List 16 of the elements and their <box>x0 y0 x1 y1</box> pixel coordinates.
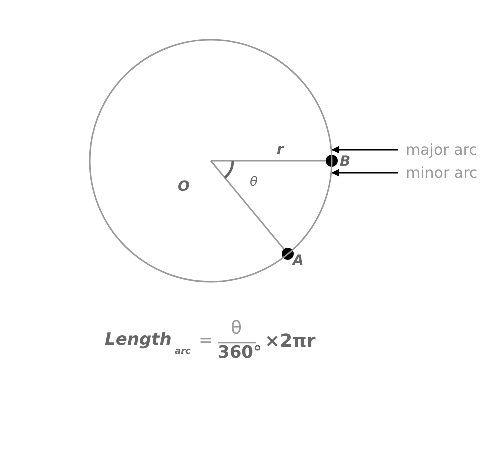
arrow <box>332 146 398 154</box>
formula-text: = <box>199 333 214 350</box>
point-label: θ <box>250 176 258 189</box>
point-label: B <box>340 155 351 169</box>
point-label: O <box>178 180 190 194</box>
formula-text: ×2πr <box>265 333 316 351</box>
formula-text: Length <box>105 332 172 349</box>
formula-text: 360° <box>218 345 262 362</box>
arc-label: major arc <box>406 141 478 159</box>
arrow <box>332 169 398 177</box>
circle <box>89 39 333 283</box>
point-label: r <box>277 143 284 157</box>
point-label: A <box>293 254 304 268</box>
formula-text: arc <box>175 348 191 357</box>
arc-label: minor arc <box>406 164 478 182</box>
formula-text: θ <box>231 320 242 338</box>
